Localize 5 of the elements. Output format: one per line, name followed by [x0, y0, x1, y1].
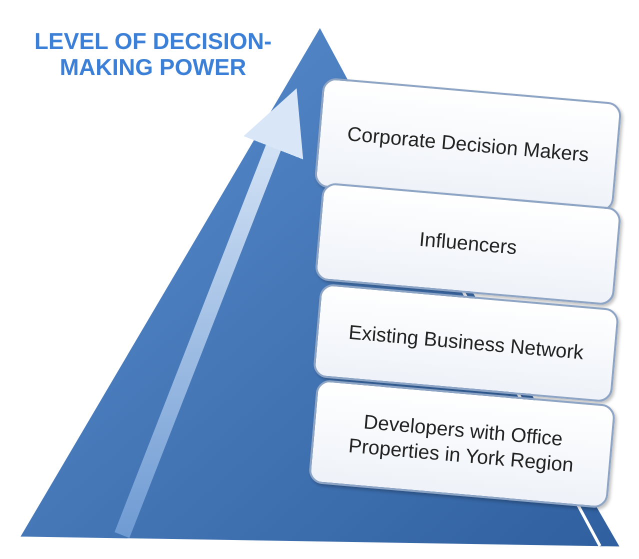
level-label: Existing Business Network	[346, 320, 586, 366]
axis-title: LEVEL OF DECISION-MAKING POWER	[33, 28, 273, 81]
level-label: Corporate Decision Makers	[345, 122, 591, 168]
level-label: Developers with Office Properties in York Region	[346, 410, 576, 479]
level-label: Influencers	[417, 227, 519, 261]
